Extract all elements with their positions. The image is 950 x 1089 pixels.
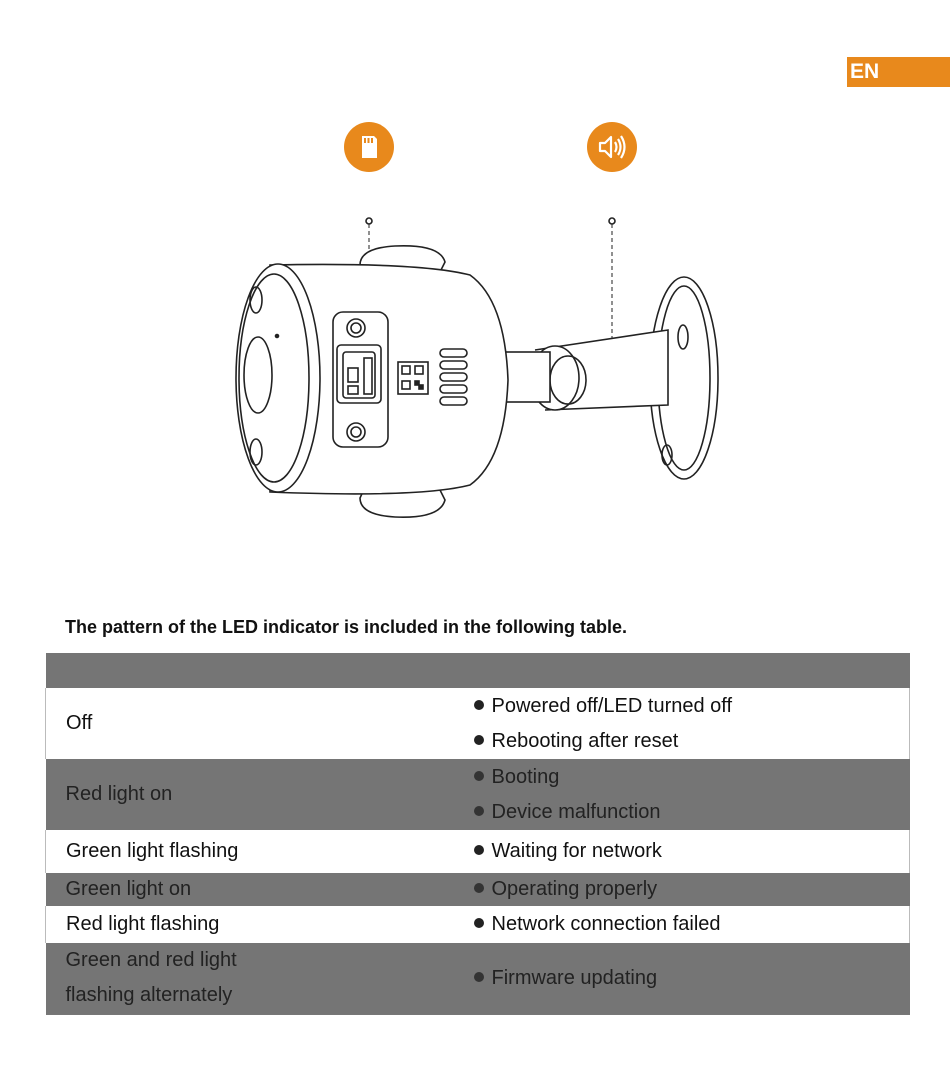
table-header-status <box>45 653 450 688</box>
bullet-item: Operating properly <box>473 873 910 906</box>
bullet-icon <box>473 971 484 982</box>
bullet-item: Powered off/LED turned off <box>473 689 910 724</box>
language-tab: EN <box>847 57 950 87</box>
status-cell: Red light on <box>45 759 450 830</box>
table-intro: The pattern of the LED indicator is incl… <box>65 617 628 637</box>
meaning-cell: Booting Device malfunction <box>449 759 910 830</box>
bullet-item: Firmware updating <box>473 961 910 996</box>
bullet-icon <box>473 845 484 855</box>
bullet-icon <box>473 699 484 710</box>
bullet-icon <box>473 918 484 928</box>
bullet-icon <box>473 883 484 893</box>
table-row: Off Powered off/LED turned off Rebooting… <box>45 688 910 759</box>
table-row: Green light on Operating properly <box>45 873 910 906</box>
status-cell: Off <box>45 688 450 759</box>
meaning-cell: Network connection failed <box>449 906 910 943</box>
microsd-card-icon <box>344 122 394 172</box>
speaker-icon <box>587 122 637 172</box>
status-cell: Green light flashing <box>45 830 450 873</box>
meaning-cell: Firmware updating <box>449 943 910 1015</box>
bullet-item: Rebooting after reset <box>473 724 910 759</box>
table-row: Green and red light flashing alternately… <box>45 943 910 1015</box>
bullet-item: Waiting for network <box>473 834 910 869</box>
meaning-cell: Operating properly <box>449 873 910 906</box>
table-header-row <box>45 653 910 688</box>
bullet-item: Device malfunction <box>473 795 910 830</box>
table-header-meaning <box>449 653 910 688</box>
status-cell: Green light on <box>45 873 450 906</box>
status-cell: Green and red light flashing alternately <box>45 943 450 1015</box>
bullet-icon <box>473 734 484 745</box>
bullet-item: Booting <box>473 760 910 795</box>
bullet-icon <box>473 770 484 781</box>
camera-illustration <box>235 217 719 518</box>
meaning-cell: Waiting for network <box>449 830 910 873</box>
table-row: Red light flashing Network connection fa… <box>45 906 910 943</box>
meaning-cell: Powered off/LED turned off Rebooting aft… <box>449 688 910 759</box>
table-row: Red light on Booting Device malfunction <box>45 759 910 830</box>
status-cell: Red light flashing <box>45 906 450 943</box>
bullet-item: Network connection failed <box>473 906 910 943</box>
table-row: Green light flashing Waiting for network <box>45 830 910 873</box>
led-indicator-table: Off Powered off/LED turned off Rebooting… <box>45 653 910 1015</box>
bullet-icon <box>473 805 484 816</box>
